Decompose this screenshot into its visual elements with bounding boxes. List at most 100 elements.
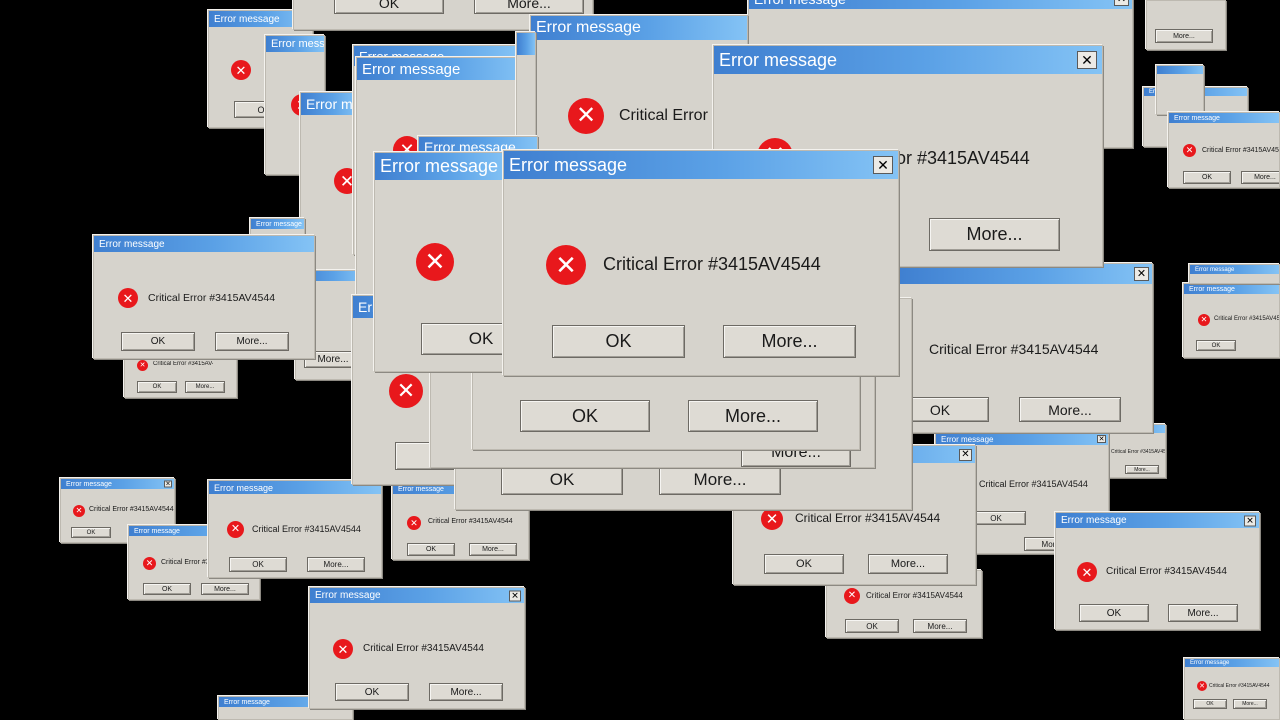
close-button[interactable]: ✕ bbox=[509, 590, 521, 601]
more-button[interactable]: More... bbox=[688, 400, 818, 432]
ok-button[interactable]: OK bbox=[71, 527, 111, 538]
error-message: Critical Error #3415AV4544 bbox=[1209, 683, 1270, 689]
error-icon: ✕ bbox=[227, 521, 244, 538]
dialog-title: Error message bbox=[424, 139, 516, 155]
close-button[interactable]: ✕ bbox=[1134, 267, 1149, 281]
more-button[interactable]: More... bbox=[913, 619, 967, 633]
ok-button[interactable]: OK bbox=[335, 683, 409, 701]
ok-button[interactable]: OK bbox=[966, 511, 1026, 525]
dialog-title: Error message bbox=[754, 0, 846, 7]
ok-button[interactable]: OK bbox=[143, 583, 191, 595]
more-button[interactable]: More... bbox=[1241, 171, 1279, 184]
close-icon: ✕ bbox=[1098, 435, 1105, 443]
title-bar: Error message ✕ bbox=[1056, 513, 1259, 528]
error-icon: ✕ bbox=[1198, 314, 1210, 326]
title-bar: Error message bbox=[209, 11, 312, 27]
close-icon: ✕ bbox=[877, 157, 889, 173]
error-icon: ✕ bbox=[761, 508, 783, 530]
ok-button[interactable]: OK bbox=[121, 332, 195, 351]
ok-button[interactable]: OK bbox=[552, 325, 685, 358]
error-message: Critical Error #3415AV4544 bbox=[148, 292, 276, 304]
error-icon: ✕ bbox=[118, 288, 138, 308]
more-button[interactable]: More... bbox=[474, 0, 584, 14]
error-message: Critical Error #3415AV4544 bbox=[1111, 449, 1166, 455]
ok-button[interactable]: OK bbox=[501, 464, 623, 495]
close-icon: ✕ bbox=[165, 481, 171, 487]
more-button[interactable]: More... bbox=[185, 381, 225, 393]
close-button[interactable]: ✕ bbox=[959, 448, 972, 461]
more-button[interactable]: More... bbox=[929, 218, 1060, 251]
ok-button[interactable]: OK bbox=[1183, 171, 1231, 184]
dialog-title: Error message bbox=[536, 19, 641, 36]
error-dialog: Error message ✕ ✕ Critical Error #3415AV… bbox=[1055, 512, 1260, 630]
error-dialog: ✕ Critical Error #3415AV4544 OK More... bbox=[895, 263, 1153, 433]
ok-button[interactable]: OK bbox=[845, 619, 899, 633]
title-bar: Error message bbox=[375, 153, 508, 180]
close-button[interactable]: ✕ bbox=[164, 480, 172, 488]
more-button[interactable]: More... bbox=[1168, 604, 1238, 622]
close-button[interactable]: ✕ bbox=[1114, 0, 1129, 6]
more-button[interactable]: More... bbox=[1233, 699, 1267, 709]
error-icon: ✕ bbox=[231, 60, 251, 80]
ok-button[interactable]: OK bbox=[764, 554, 844, 574]
ok-button[interactable]: OK bbox=[1196, 340, 1236, 351]
more-button[interactable]: More... bbox=[1155, 29, 1213, 43]
error-icon: ✕ bbox=[143, 557, 156, 570]
ok-button[interactable]: OK bbox=[1193, 699, 1227, 709]
title-bar: Error message bbox=[251, 219, 304, 229]
more-button[interactable]: More... bbox=[215, 332, 289, 351]
more-button[interactable]: More... bbox=[868, 554, 948, 574]
error-message: Critical Error #3415AV4544 bbox=[1214, 316, 1280, 322]
close-icon: ✕ bbox=[1246, 515, 1254, 525]
dialog-title: Error message bbox=[214, 13, 280, 25]
error-message: Critical Error #3415AV4544 bbox=[866, 591, 963, 600]
title-bar: Error message bbox=[357, 58, 525, 80]
more-button[interactable]: More... bbox=[1019, 397, 1121, 422]
error-icon: ✕ bbox=[333, 639, 353, 659]
error-icon: ✕ bbox=[1077, 562, 1097, 582]
error-message: Critical Error #3415AV4544 bbox=[603, 254, 821, 274]
more-button[interactable]: More... bbox=[659, 464, 781, 495]
close-button[interactable]: ✕ bbox=[1097, 435, 1106, 443]
error-message: Critical Error #3415AV4544 bbox=[1202, 147, 1280, 154]
close-button[interactable]: ✕ bbox=[1244, 515, 1256, 526]
title-bar: Error message bbox=[1190, 265, 1279, 274]
more-button[interactable]: More... bbox=[201, 583, 249, 595]
error-icon: ✕ bbox=[73, 505, 85, 517]
title-bar: Error message bbox=[209, 481, 381, 494]
title-bar bbox=[296, 271, 364, 281]
dialog-title: Error message bbox=[1189, 285, 1235, 293]
close-button[interactable]: ✕ bbox=[873, 156, 893, 174]
more-button[interactable]: More... bbox=[723, 325, 856, 358]
error-icon: ✕ bbox=[1197, 681, 1207, 691]
error-icon: ✕ bbox=[407, 516, 421, 530]
more-button[interactable]: More... bbox=[307, 557, 365, 572]
ok-button[interactable]: OK bbox=[137, 381, 177, 393]
title-bar: Error message ✕ bbox=[61, 479, 174, 489]
title-bar: Error message bbox=[531, 16, 747, 40]
close-button[interactable]: ✕ bbox=[1077, 51, 1097, 69]
dialog-title: Error message bbox=[66, 480, 112, 488]
error-message: Critical Error #3415AV4544 bbox=[428, 518, 513, 525]
dialog-title: Error message bbox=[256, 220, 302, 228]
dialog-title: Error message bbox=[719, 49, 838, 70]
ok-button[interactable]: OK bbox=[334, 0, 444, 14]
title-bar: ✕ bbox=[896, 264, 1152, 284]
ok-button[interactable]: OK bbox=[421, 323, 508, 355]
more-button[interactable]: More... bbox=[1125, 465, 1159, 474]
dialog-title: Error message bbox=[1061, 515, 1127, 526]
ok-button[interactable]: OK bbox=[1079, 604, 1149, 622]
dialog-title: Error message bbox=[380, 156, 499, 176]
error-dialog: Error message ✕ Critical Error #3415AV45… bbox=[93, 235, 315, 359]
title-bar: Error message ✕ bbox=[504, 151, 898, 179]
more-button[interactable]: More... bbox=[469, 543, 517, 556]
more-button[interactable]: More... bbox=[429, 683, 503, 701]
error-dialog: Error message ✕ OK bbox=[374, 152, 509, 372]
dialog-title: Error message bbox=[1190, 660, 1230, 666]
title-bar: Error message ✕ bbox=[749, 0, 1132, 9]
ok-button[interactable]: OK bbox=[229, 557, 287, 572]
ok-button[interactable]: OK bbox=[520, 400, 650, 432]
dialog-title: Error message bbox=[362, 60, 461, 78]
ok-button[interactable]: OK bbox=[407, 543, 455, 556]
dialog-title: Error message bbox=[99, 238, 165, 250]
